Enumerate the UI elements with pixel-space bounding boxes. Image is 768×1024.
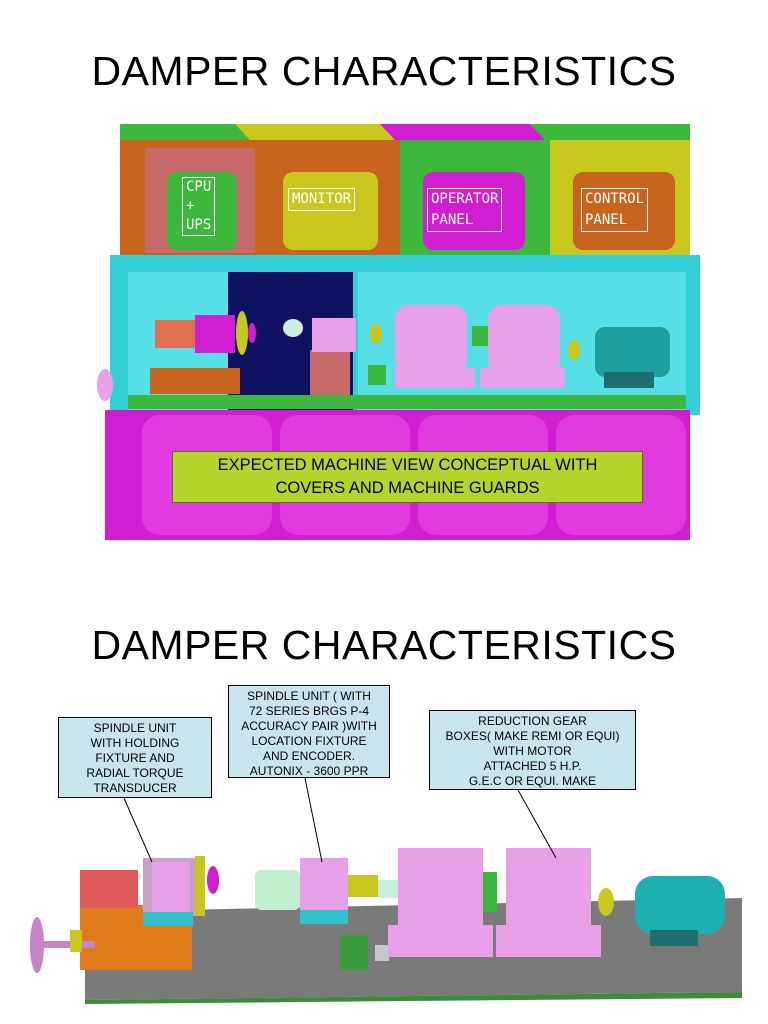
leader-spindle-encoder (304, 777, 323, 863)
caption-box: EXPECTED MACHINE VIEW CONCEPTUAL WITH CO… (172, 451, 643, 503)
caption-line-2: COVERS AND MACHINE GUARDS (275, 479, 540, 497)
slide1-title: DAMPER CHARACTERISTICS (91, 48, 677, 94)
control-panel-label: CONTROL PANEL (581, 188, 649, 232)
cpu-panel-screen (167, 172, 237, 250)
leader-gearbox (517, 789, 557, 859)
operator-panel-screen (423, 172, 525, 250)
leader-spindle-holding (123, 797, 153, 863)
drive-motor (635, 876, 725, 934)
encoder-spindle-unit (300, 858, 348, 913)
control-panel-screen (573, 172, 675, 250)
monitor-label: MONITOR (288, 188, 356, 211)
slide2-title: DAMPER CHARACTERISTICS (91, 622, 677, 668)
gearbox-2 (506, 848, 591, 928)
callout-spindle-encoder: SPINDLE UNIT ( WITH 72 SERIES BRGS P-4 A… (228, 685, 390, 778)
callout-reduction-gear: REDUCTION GEAR BOXES( MAKE REMI OR EQUI)… (429, 710, 636, 790)
caption-line-1: EXPECTED MACHINE VIEW CONCEPTUAL WITH (217, 456, 598, 474)
cpu-label: CPU + UPS (182, 177, 216, 236)
callout-spindle-holding: SPINDLE UNIT WITH HOLDING FIXTURE AND RA… (58, 717, 212, 798)
operator-panel-label: OPERATOR PANEL (427, 188, 503, 232)
gearbox-1 (398, 848, 483, 928)
